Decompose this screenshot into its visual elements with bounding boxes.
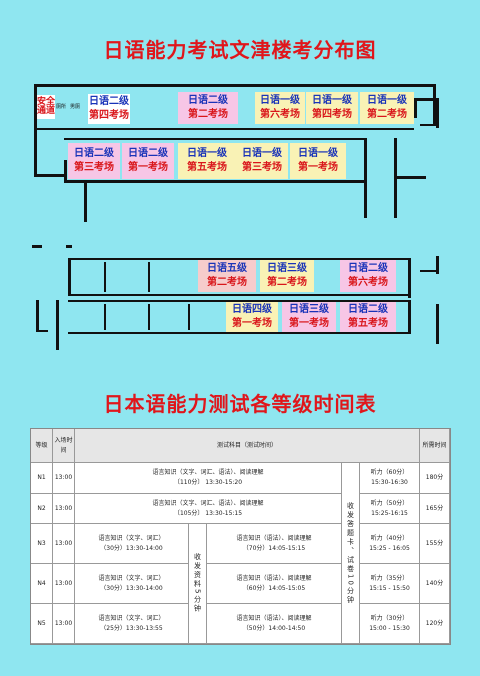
wall: [104, 262, 106, 292]
exam-room: 日语三级第二考场: [260, 260, 314, 292]
header-level: 等级: [31, 429, 53, 463]
wall: [104, 304, 106, 330]
wall: [148, 304, 150, 330]
entry-cell: 13:00: [53, 564, 75, 604]
wall: [68, 258, 71, 294]
wall: [84, 182, 87, 222]
wall: [32, 245, 42, 248]
entry-cell: 13:00: [53, 524, 75, 564]
exam-room: 日语二级第五考场: [340, 302, 396, 332]
entry-cell: 13:00: [53, 463, 75, 494]
wall: [148, 262, 150, 292]
listening-cell: 听力（30分）15:00 - 15:30: [360, 604, 420, 644]
wall: [408, 258, 411, 298]
exam-room: 日语四级第一考场: [226, 302, 278, 332]
wall: [420, 124, 436, 126]
exam-room: 日语一级第一考场: [290, 143, 346, 179]
level-cell: N3: [31, 524, 53, 564]
total-cell: 140分: [420, 564, 450, 604]
subject-cell: 语言知识（文字、词汇）（25分）13:30-13:55: [75, 604, 189, 644]
wall: [56, 300, 59, 350]
exam-room: 日语二级第二考场: [178, 92, 238, 124]
exam-room: 日语一级第二考场: [360, 92, 414, 124]
wall: [436, 98, 439, 128]
listening-cell: 听力（40分）15:25 - 16:05: [360, 524, 420, 564]
wall: [36, 330, 48, 332]
subject-cell: 语言知识（语法）、阅读理解（60分）14:05-15:05: [207, 564, 342, 604]
level-cell: N2: [31, 494, 53, 524]
subject-cell: 语言知识（文字、词汇）（30分）13:30-14:00: [75, 564, 189, 604]
wall: [34, 128, 414, 130]
wall: [64, 138, 364, 140]
wall: [188, 304, 190, 330]
total-cell: 180分: [420, 463, 450, 494]
subject-cell: 语言知识（语法）、阅读理解（50分）14:00-14:50: [207, 604, 342, 644]
schedule-title: 日本语能力测试各等级时间表: [103, 392, 377, 416]
exam-room: 日语一级第五考场: [178, 143, 236, 179]
header-subject: 测试科目（测试时间）: [75, 429, 420, 463]
wall: [414, 98, 417, 118]
wall: [64, 160, 67, 182]
header-needed: 所需时间: [420, 429, 450, 463]
entry-cell: 13:00: [53, 494, 75, 524]
wall: [34, 84, 37, 176]
wall: [364, 138, 367, 218]
wall: [34, 174, 64, 177]
subject-cell: 语言知识（文字、词汇）（30分）13:30-14:00: [75, 524, 189, 564]
exam-room: 日语一级第三考场: [236, 143, 288, 179]
level-cell: N4: [31, 564, 53, 604]
subject-cell: 语言知识（语法）、阅读理解（70分）14:05-15:15: [207, 524, 342, 564]
level-cell: N1: [31, 463, 53, 494]
level-cell: N5: [31, 604, 53, 644]
floor-map: 安全通道 厕所 男厕 日语二级第四考场 日语二级第二考场 日语一级第六考场 日语…: [32, 84, 439, 350]
wall: [436, 256, 439, 274]
map-title: 日语能力考试文津楼考分布图: [103, 38, 377, 62]
exam-room: 日语二级第六考场: [340, 260, 396, 292]
subject-cell: 语言知识（文字、词汇、语法）、阅读理解〔105分〕 13:30-15:15: [75, 494, 342, 524]
wall: [68, 294, 408, 296]
subject-cell: 语言知识（文字、词汇、语法）、阅读理解〔110分〕 13:30-15:20: [75, 463, 342, 494]
total-cell: 165分: [420, 494, 450, 524]
safety-exit-label: 安全通道: [37, 95, 55, 119]
wall: [433, 84, 436, 124]
wall: [414, 98, 438, 101]
total-cell: 120分: [420, 604, 450, 644]
wall: [420, 270, 438, 272]
exam-room: 日语二级第三考场: [68, 143, 120, 179]
header-entry: 入场时间: [53, 429, 75, 463]
wall: [396, 176, 426, 179]
listening-cell: 听力（60分）15:30-16:30: [360, 463, 420, 494]
exam-room: 日语五级第二考场: [198, 260, 256, 292]
listening-cell: 听力（35分）15:15 - 15:50: [360, 564, 420, 604]
exam-room: 日语二级第一考场: [122, 143, 174, 179]
exam-room: 日语一级第六考场: [255, 92, 305, 124]
wall: [68, 332, 408, 334]
collect-note: 收发答题卡、试卷10分钟: [342, 463, 360, 644]
exam-room: 日语二级第四考场: [88, 94, 130, 124]
wall: [66, 245, 72, 248]
listening-cell: 听力（50分）15:25-16:15: [360, 494, 420, 524]
wall: [68, 258, 408, 260]
wall: [36, 300, 39, 330]
entry-cell: 13:00: [53, 604, 75, 644]
wall: [394, 138, 397, 218]
wall: [436, 304, 439, 344]
wall: [64, 180, 364, 183]
wall: [68, 300, 408, 302]
wall: [34, 84, 436, 87]
exam-room: 日语一级第四考场: [306, 92, 358, 124]
exam-room: 日语三级第一考场: [282, 302, 336, 332]
collect-5-note: 收发资料5分钟: [189, 524, 207, 644]
wall: [408, 300, 411, 334]
schedule-table: 等级 入场时间 测试科目（测试时间） 所需时间 N1 13:00 语言知识（文字…: [30, 428, 451, 645]
total-cell: 155分: [420, 524, 450, 564]
